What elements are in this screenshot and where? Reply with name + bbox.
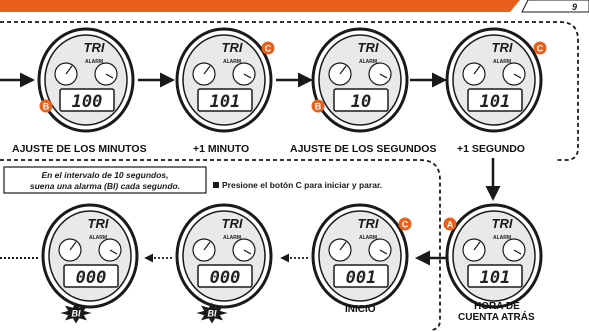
svg-text:A: A: [447, 219, 454, 229]
svg-text:B: B: [315, 101, 322, 111]
page-tab: [521, 0, 589, 13]
svg-text:C: C: [537, 43, 544, 53]
watch-alarm-text: ALARM: [223, 235, 241, 241]
lcd-window: [197, 88, 253, 112]
lcd-digits: 101: [480, 268, 511, 288]
lcd-digits: 101: [480, 92, 511, 112]
lcd-window: [467, 264, 523, 288]
watch-3: TRI ALARM 10 B: [311, 27, 409, 133]
svg-text:BI: BI: [72, 309, 81, 319]
beep-burst: BI: [60, 302, 92, 324]
watch-2: TRI ALARM 101 C: [175, 27, 275, 133]
note-box: [3, 166, 207, 194]
watch-brand: TRI: [492, 216, 513, 231]
watch-brand: TRI: [84, 40, 105, 55]
lcd-window: [467, 88, 523, 112]
page-mark: 9: [572, 2, 577, 12]
watch-alarm-text: ALARM: [359, 59, 377, 65]
svg-text:B: B: [43, 101, 50, 111]
lcd-digits: 101: [210, 92, 241, 112]
beep-burst: BI: [196, 302, 228, 324]
label-countdown-2: CUENTA ATRÁS: [458, 312, 535, 323]
watch-1: TRI ALARM 100 B: [37, 27, 135, 133]
button-c-marker: C: [398, 217, 412, 231]
lcd-digits: 001: [346, 268, 377, 288]
svg-text:C: C: [402, 219, 409, 229]
label-start: INICIO: [345, 304, 376, 315]
svg-text:C: C: [265, 43, 272, 53]
flow-border-top: [0, 21, 579, 161]
flow-border-bottom: [0, 159, 441, 331]
lcd-window: [59, 88, 115, 112]
lcd-window: [63, 264, 119, 288]
button-b-marker: B: [311, 99, 325, 113]
watch-6: TRI ALARM 001 C: [311, 203, 412, 309]
watch-alarm-text: ALARM: [493, 59, 511, 65]
press-note: Presione el botón C para iniciar y parar…: [222, 180, 382, 190]
lcd-digits: 100: [72, 92, 103, 112]
watch-alarm-text: ALARM: [223, 59, 241, 65]
note-line-1: En el intervalo de 10 segundos,: [41, 170, 168, 180]
lcd-window: [197, 264, 253, 288]
watch-4: TRI ALARM 101 C: [445, 27, 547, 133]
label-plus-minute: +1 MINUTO: [193, 143, 250, 155]
button-c-marker: C: [533, 41, 547, 55]
lcd-digits: 000: [210, 268, 241, 288]
watch-alarm-text: ALARM: [89, 235, 107, 241]
button-a-marker: A: [443, 217, 457, 231]
press-note-bullet: [213, 182, 219, 188]
label-plus-second: +1 SEGUNDO: [457, 143, 525, 155]
lcd-window: [333, 88, 389, 112]
watch-alarm-text: ALARM: [85, 59, 103, 65]
label-countdown: HORA DE: [474, 301, 520, 312]
label-minute-adjust: AJUSTE DE LOS MINUTOS: [12, 143, 147, 155]
watch-brand: TRI: [492, 40, 513, 55]
watch-brand: TRI: [358, 216, 379, 231]
lcd-digits: 10: [351, 92, 371, 112]
watch-brand: TRI: [222, 40, 243, 55]
lcd-window: [333, 264, 389, 288]
header-banner: [0, 0, 520, 12]
watch-brand: TRI: [222, 216, 243, 231]
watch-alarm-text: ALARM: [493, 235, 511, 241]
note-line-2: suena una alarma (BI) cada segundo.: [30, 181, 180, 191]
label-second-adjust: AJUSTE DE LOS SEGUNDOS: [290, 143, 437, 155]
watch-brand: TRI: [88, 216, 109, 231]
button-b-marker: B: [39, 99, 53, 113]
watch-brand: TRI: [358, 40, 379, 55]
lcd-digits: 000: [76, 268, 107, 288]
svg-text:BI: BI: [208, 309, 217, 319]
watch-alarm-text: ALARM: [359, 235, 377, 241]
button-c-marker: C: [261, 41, 275, 55]
watch-5: TRI ALARM 101 A: [443, 203, 543, 309]
